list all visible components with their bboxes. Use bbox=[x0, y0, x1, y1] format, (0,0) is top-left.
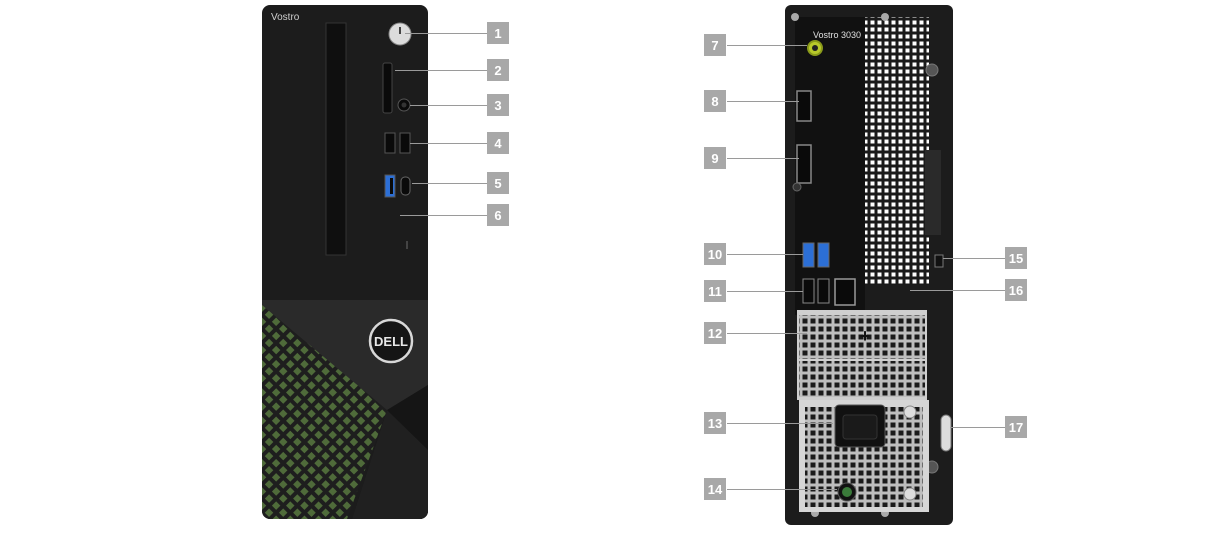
rear-view-illustration: + Vostro 3030 bbox=[785, 5, 953, 525]
callout-13: 13 bbox=[704, 412, 726, 434]
callout-4: 4 bbox=[487, 132, 509, 154]
usb-c-port[interactable] bbox=[400, 176, 411, 196]
leader-2 bbox=[395, 70, 487, 71]
ethernet-port[interactable] bbox=[834, 278, 856, 306]
leader-10 bbox=[727, 254, 803, 255]
leader-15 bbox=[943, 258, 1005, 259]
callout-9: 9 bbox=[704, 147, 726, 169]
leader-1 bbox=[405, 33, 487, 34]
leader-17 bbox=[950, 427, 1005, 428]
callout-3: 3 bbox=[487, 94, 509, 116]
displayport-port[interactable] bbox=[796, 144, 812, 184]
leader-16 bbox=[910, 290, 1005, 291]
leader-8 bbox=[727, 101, 799, 102]
usb2-port-2[interactable] bbox=[399, 132, 411, 154]
rear-usb3-port-1[interactable] bbox=[802, 242, 815, 268]
callout-12: 12 bbox=[704, 322, 726, 344]
sd-card-slot[interactable] bbox=[382, 62, 393, 114]
hdmi-port[interactable] bbox=[796, 90, 812, 122]
dell-logo bbox=[368, 318, 414, 364]
leader-4 bbox=[410, 143, 487, 144]
leader-13 bbox=[727, 423, 833, 424]
callout-11: 11 bbox=[704, 280, 726, 302]
front-view-illustration: DELL Vostro bbox=[262, 5, 428, 519]
callout-1: 1 bbox=[487, 22, 509, 44]
leader-14 bbox=[727, 489, 837, 490]
callout-10: 10 bbox=[704, 243, 726, 265]
logo-text: DELL bbox=[374, 334, 408, 349]
rear-usb2-port-1[interactable] bbox=[802, 278, 815, 304]
usb2-port-1[interactable] bbox=[384, 132, 396, 154]
expansion-slot-area bbox=[799, 315, 925, 359]
leader-6 bbox=[400, 215, 487, 216]
callout-2: 2 bbox=[487, 59, 509, 81]
callout-17: 17 bbox=[1005, 416, 1027, 438]
security-cable-slot[interactable] bbox=[934, 254, 944, 268]
front-brand-label: Vostro bbox=[271, 12, 300, 23]
leader-12 bbox=[727, 333, 807, 334]
svg-text:+: + bbox=[860, 326, 871, 346]
leader-3 bbox=[410, 105, 487, 106]
rear-usb2-port-2[interactable] bbox=[817, 278, 830, 304]
callout-16: 16 bbox=[1005, 279, 1027, 301]
callout-7: 7 bbox=[704, 34, 726, 56]
callout-8: 8 bbox=[704, 90, 726, 112]
rear-model-label: Vostro 3030 bbox=[813, 30, 861, 40]
rear-usb3-port-2[interactable] bbox=[817, 242, 830, 268]
padlock-ring[interactable] bbox=[940, 414, 952, 452]
leader-5 bbox=[412, 183, 487, 184]
callout-14: 14 bbox=[704, 478, 726, 500]
leader-9 bbox=[727, 158, 799, 159]
leader-7 bbox=[727, 45, 807, 46]
callout-6: 6 bbox=[487, 204, 509, 226]
leader-11 bbox=[727, 291, 803, 292]
callout-15: 15 bbox=[1005, 247, 1027, 269]
callout-5: 5 bbox=[487, 172, 509, 194]
